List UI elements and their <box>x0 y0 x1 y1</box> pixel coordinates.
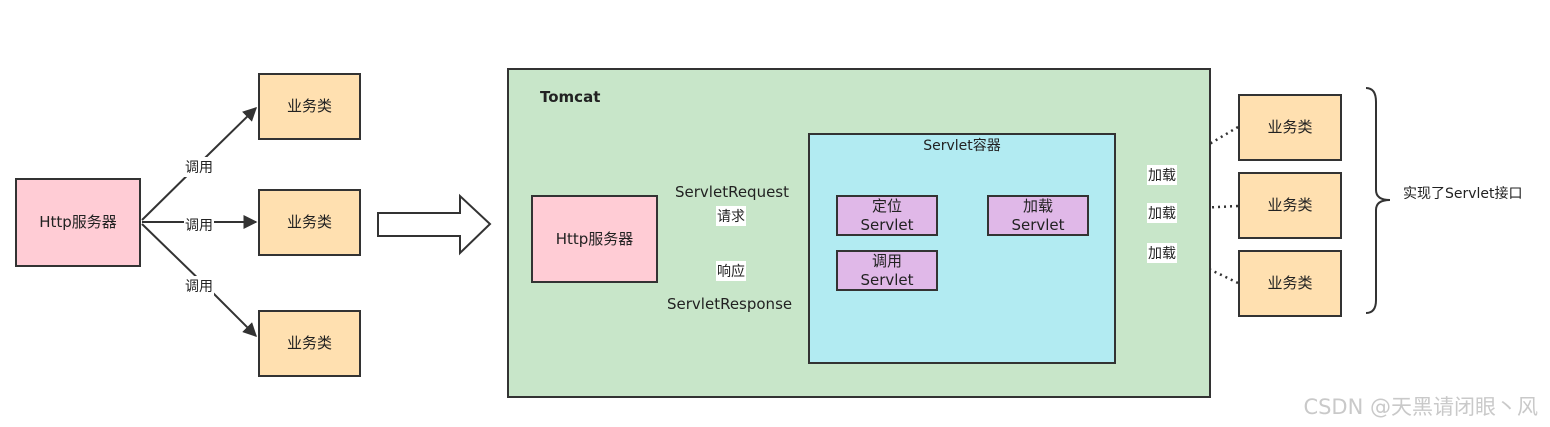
load-label-bottom: 加载 <box>1147 243 1177 263</box>
tomcat-title: Tomcat <box>540 88 601 106</box>
right-business-class-1: 业务类 <box>1238 94 1342 161</box>
servlet-container: Servlet容器 <box>808 133 1116 364</box>
call-arrow-top <box>141 107 258 221</box>
left-http-server-label: Http服务器 <box>39 213 117 232</box>
call-label-top: 调用 <box>184 157 214 177</box>
load-servlet-line2: Servlet <box>1011 215 1065 234</box>
servlet-request-label: ServletRequest <box>675 183 790 201</box>
load-label-middle: 加载 <box>1147 203 1177 223</box>
left-business-class-2: 业务类 <box>258 189 361 256</box>
request-label: 请求 <box>716 206 746 226</box>
transition-arrow <box>377 193 492 256</box>
brace-label: 实现了Servlet接口 <box>1403 186 1523 202</box>
servlet-response-label: ServletResponse <box>667 295 793 313</box>
business-class-label: 业务类 <box>286 97 332 116</box>
load-label-top: 加载 <box>1147 165 1177 185</box>
tomcat-http-server-box: Http服务器 <box>531 195 658 283</box>
business-class-label: 业务类 <box>286 213 332 232</box>
locate-servlet-line2: Servlet <box>860 215 914 234</box>
invoke-servlet-line2: Servlet <box>860 270 914 289</box>
right-business-class-3: 业务类 <box>1238 250 1342 317</box>
invoke-servlet-line1: 调用 <box>871 251 902 270</box>
load-servlet-line1: 加载 <box>1022 196 1053 215</box>
right-brace <box>1365 87 1391 314</box>
business-class-label: 业务类 <box>1267 118 1313 137</box>
left-business-class-3: 业务类 <box>258 310 361 377</box>
watermark: CSDN @天黑请闭眼丶风 <box>1303 395 1538 419</box>
call-label-middle: 调用 <box>184 215 214 235</box>
left-business-class-1: 业务类 <box>258 73 361 140</box>
tomcat-http-server-label: Http服务器 <box>555 229 634 248</box>
right-business-class-2: 业务类 <box>1238 172 1342 239</box>
business-class-label: 业务类 <box>1267 274 1313 293</box>
call-label-bottom: 调用 <box>184 276 214 296</box>
locate-servlet-line1: 定位 <box>871 196 902 215</box>
business-class-label: 业务类 <box>1267 196 1313 215</box>
business-class-label: 业务类 <box>286 334 332 353</box>
servlet-container-title: Servlet容器 <box>923 138 1001 154</box>
response-label: 响应 <box>716 261 746 281</box>
left-http-server-box: Http服务器 <box>15 178 141 267</box>
